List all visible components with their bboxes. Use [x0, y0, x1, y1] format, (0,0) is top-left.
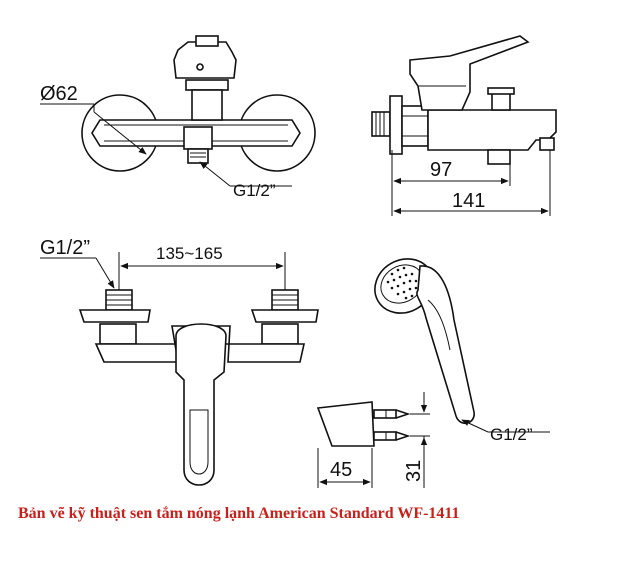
hand-shower-view: G1/2” — [374, 258, 550, 444]
wall-holder — [316, 401, 375, 447]
side-view: 97 141 — [371, 35, 557, 216]
holder-height-label: 31 — [403, 460, 425, 482]
thread-label-front: G1/2” — [40, 237, 90, 259]
lever-top — [173, 41, 237, 79]
thread-label-shower: G1/2” — [490, 425, 533, 444]
depth-97-label: 97 — [430, 159, 452, 181]
drawing-caption: Bản vẽ kỹ thuật sen tắm nóng lạnh Americ… — [18, 505, 460, 522]
wall-holder-view: 45 31 — [316, 392, 430, 488]
depth-141-label: 141 — [452, 190, 485, 212]
thread-label-top: G1/2” — [233, 181, 276, 200]
holder-width-label: 45 — [330, 459, 352, 481]
shower-handle — [416, 265, 475, 424]
outlet-nut — [183, 126, 213, 150]
top-view: Ø62 G1/2” — [40, 35, 316, 200]
lever-side — [409, 35, 530, 111]
front-view: 135~165 G1/2” — [40, 237, 319, 486]
spray-holes — [386, 266, 420, 300]
center-distance-label: 135~165 — [156, 244, 223, 263]
lever-front — [175, 323, 227, 486]
diameter-label: Ø62 — [40, 83, 78, 105]
